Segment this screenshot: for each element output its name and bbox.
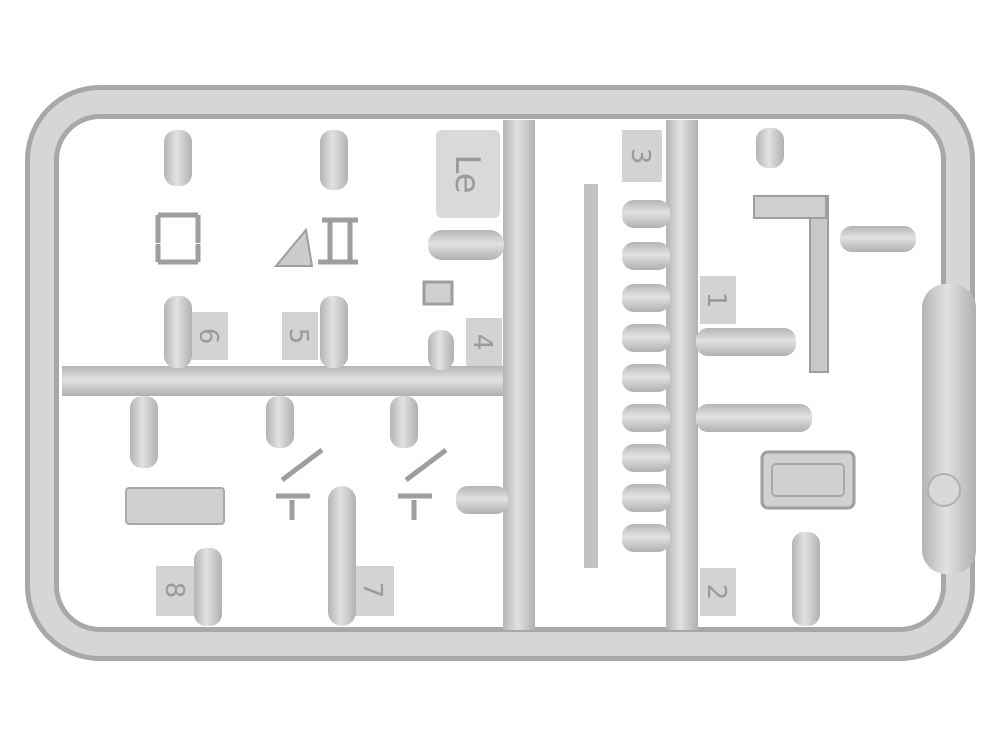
part-number-5: 5 [283, 328, 313, 345]
part-number-6: 6 [193, 328, 223, 345]
part-4 [422, 230, 504, 370]
part-5 [273, 130, 358, 368]
part-3-pegs [584, 184, 670, 568]
part-number-4: 4 [467, 334, 497, 351]
runner-vertical-center [503, 120, 535, 630]
part-number-3: 3 [625, 148, 655, 165]
part-6 [155, 130, 201, 368]
part-number-2: 2 [701, 584, 731, 601]
part-number-7: 7 [357, 582, 387, 599]
part-number-tags: Le 3 1 2 4 5 6 7 8 [156, 130, 736, 616]
part-2 [696, 404, 856, 626]
part-8 [125, 396, 225, 626]
part-7 [266, 396, 356, 626]
runner-vertical-right [666, 120, 698, 630]
part-1 [696, 128, 916, 373]
runner-horizontal-left [62, 366, 518, 396]
part-number-1: 1 [701, 292, 731, 309]
part-number-8: 8 [159, 582, 189, 599]
cylinder-part [922, 284, 976, 574]
bracket-part [390, 396, 508, 520]
sprue-marking: Le [447, 154, 487, 193]
